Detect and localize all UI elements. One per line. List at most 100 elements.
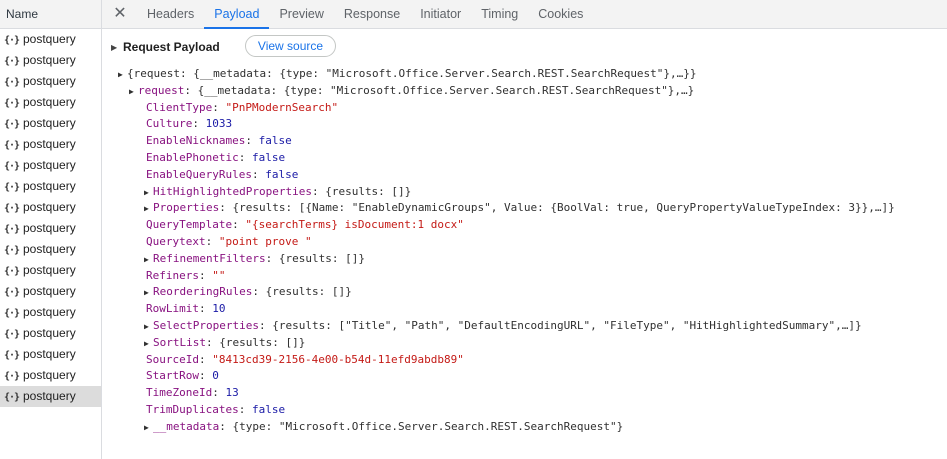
request-row[interactable]: {·}postquery — [0, 134, 101, 155]
property-key: SortList — [153, 336, 206, 349]
request-row[interactable]: {·}postquery — [0, 176, 101, 197]
payload-line[interactable]: ▶SelectProperties: {results: ["Title", "… — [144, 317, 862, 334]
property-key: RowLimit — [146, 302, 199, 315]
tab-payload[interactable]: Payload — [204, 0, 270, 29]
request-row[interactable]: {·}postquery — [0, 218, 101, 239]
payload-line[interactable]: ▶HitHighlightedProperties: {results: []} — [144, 183, 411, 200]
property-key: Properties — [153, 201, 220, 214]
payload-line: TrimDuplicates: false — [146, 401, 285, 418]
request-name: postquery — [23, 284, 76, 298]
fetch-request-icon: {·} — [4, 308, 20, 319]
section-title: Request Payload — [123, 40, 220, 54]
property-key: QueryTemplate — [146, 218, 233, 231]
request-row[interactable]: {·}postquery — [0, 239, 101, 260]
key-separator: : — [192, 117, 206, 130]
request-row[interactable]: {·}postquery — [0, 113, 101, 134]
request-row[interactable]: {·}postquery — [0, 302, 101, 323]
property-key: ReorderingRules — [153, 285, 253, 298]
fetch-request-icon: {·} — [4, 35, 20, 46]
tab-headers[interactable]: Headers — [147, 7, 195, 21]
key-separator: : — [212, 386, 226, 399]
property-key: ClientType — [146, 101, 213, 114]
request-row[interactable]: {·}postquery — [0, 29, 101, 50]
request-row[interactable]: {·}postquery — [0, 71, 101, 92]
property-key: HitHighlightedProperties — [153, 185, 312, 198]
key-separator: : — [238, 151, 252, 164]
request-name: postquery — [23, 74, 76, 88]
tab-initiator[interactable]: Initiator — [420, 7, 462, 21]
property-value: {results: []} — [219, 336, 306, 349]
payload-line: Refiners: "" — [146, 267, 225, 284]
property-key: TimeZoneId — [146, 386, 213, 399]
property-key: StartRow — [146, 369, 199, 382]
request-row[interactable]: {·}postquery — [0, 50, 101, 71]
key-separator: : — [198, 269, 213, 282]
payload-line[interactable]: ▶SortList: {results: []} — [144, 334, 305, 351]
payload-line[interactable]: ▶request: {__metadata: {type: "Microsoft… — [129, 82, 694, 99]
property-value: {type: "Microsoft.Office.Server.Search.R… — [232, 420, 624, 433]
expand-arrow-icon[interactable]: ▶ — [144, 322, 149, 331]
payload-line: SourceId: "8413cd39-2156-4e00-b54d-11efd… — [146, 351, 464, 368]
name-column-header[interactable]: Name — [0, 0, 101, 29]
fetch-request-icon: {·} — [4, 287, 20, 298]
tab-preview[interactable]: Preview — [279, 7, 324, 21]
key-separator: : — [184, 84, 198, 97]
request-name: postquery — [23, 347, 76, 361]
expand-arrow-icon[interactable]: ▶ — [144, 255, 149, 264]
view-source-button[interactable]: View source — [245, 35, 336, 57]
request-name: postquery — [23, 263, 76, 277]
collapse-triangle-icon[interactable]: ▶ — [111, 42, 118, 52]
property-value: "point prove " — [218, 235, 312, 248]
payload-line: Culture: 1033 — [146, 115, 232, 132]
payload-line[interactable]: ▶__metadata: {type: "Microsoft.Office.Se… — [144, 418, 623, 435]
key-separator: : — [198, 369, 213, 382]
property-value: "PnPModernSearch" — [225, 101, 339, 114]
request-row[interactable]: {·}postquery — [0, 260, 101, 281]
fetch-request-icon: {·} — [4, 140, 20, 151]
request-row[interactable]: {·}postquery — [0, 323, 101, 344]
fetch-request-icon: {·} — [4, 371, 20, 382]
payload-line: Querytext: "point prove " — [146, 233, 312, 250]
request-list-panel: Name {·}postquery{·}postquery{·}postquer… — [0, 0, 102, 459]
request-row[interactable]: {·}postquery — [0, 92, 101, 113]
tab-response[interactable]: Response — [343, 7, 401, 21]
tab-timing[interactable]: Timing — [481, 7, 519, 21]
request-row[interactable]: {·}postquery — [0, 281, 101, 302]
request-name: postquery — [23, 158, 76, 172]
request-name: postquery — [23, 137, 76, 151]
expand-arrow-icon[interactable]: ▶ — [144, 204, 149, 213]
key-separator: : — [212, 101, 226, 114]
expand-arrow-icon[interactable]: ▶ — [144, 188, 149, 197]
expand-arrow-icon[interactable]: ▶ — [118, 70, 123, 79]
property-value: 1033 — [205, 117, 233, 130]
payload-line[interactable]: ▶ReorderingRules: {results: []} — [144, 283, 352, 300]
tab-cookies[interactable]: Cookies — [538, 7, 584, 21]
expand-arrow-icon[interactable]: ▶ — [144, 339, 149, 348]
payload-line: StartRow: 0 — [146, 367, 219, 384]
property-value: {__metadata: {type: "Microsoft.Office.Se… — [197, 84, 695, 97]
payload-line: EnableNicknames: false — [146, 132, 292, 149]
expand-arrow-icon[interactable]: ▶ — [144, 288, 149, 297]
payload-line[interactable]: ▶{request: {__metadata: {type: "Microsof… — [118, 65, 697, 82]
expand-arrow-icon[interactable]: ▶ — [144, 423, 149, 432]
close-icon[interactable]: ✕ — [113, 5, 127, 22]
request-payload-header[interactable]: ▶ Request Payload — [111, 36, 220, 58]
request-row[interactable]: {·}postquery — [0, 197, 101, 218]
expand-arrow-icon[interactable]: ▶ — [129, 87, 134, 96]
fetch-request-icon: {·} — [4, 98, 20, 109]
key-separator: : — [252, 285, 266, 298]
key-separator: : — [198, 353, 213, 366]
property-key: EnableNicknames — [146, 134, 246, 147]
payload-line[interactable]: ▶RefinementFilters: {results: []} — [144, 250, 365, 267]
request-row[interactable]: {·}postquery — [0, 365, 101, 386]
fetch-request-icon: {·} — [4, 329, 20, 340]
request-row[interactable]: {·}postquery — [0, 386, 101, 407]
request-row[interactable]: {·}postquery — [0, 344, 101, 365]
request-row[interactable]: {·}postquery — [0, 155, 101, 176]
key-separator: : — [258, 319, 273, 332]
fetch-request-icon: {·} — [4, 161, 20, 172]
key-separator: : — [219, 201, 233, 214]
request-name: postquery — [23, 326, 76, 340]
payload-line: ClientType: "PnPModernSearch" — [146, 99, 338, 116]
payload-line[interactable]: ▶Properties: {results: [{Name: "EnableDy… — [144, 199, 895, 216]
